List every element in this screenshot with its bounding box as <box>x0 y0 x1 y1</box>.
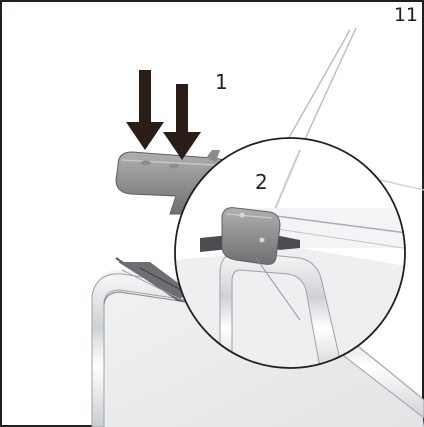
callout-label-1: 1 <box>215 70 228 94</box>
callout-label-2: 2 <box>255 170 268 194</box>
step-number: 11 <box>393 4 418 26</box>
double-down-arrow-icon <box>126 70 201 160</box>
